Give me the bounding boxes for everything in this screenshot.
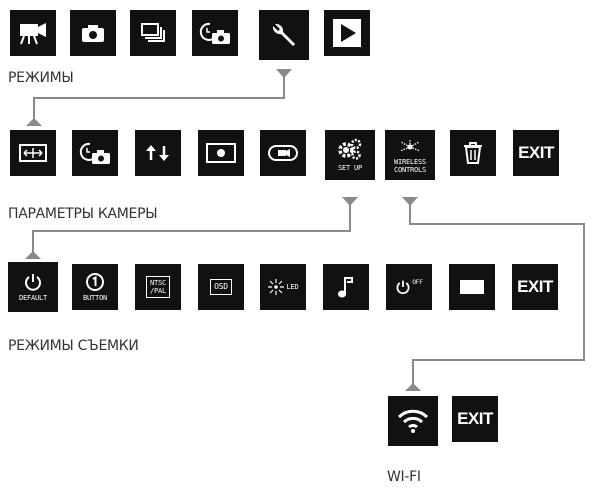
spot-metering-icon xyxy=(206,143,236,163)
delete-tile[interactable] xyxy=(450,130,496,176)
ntsc-text: NTSC xyxy=(149,279,167,287)
wireless-controls-tile[interactable]: WIRELESS CONTROLS xyxy=(385,130,435,180)
one-button-tile[interactable]: BUTTON xyxy=(72,264,118,310)
auto-off-icon xyxy=(396,280,410,294)
trash-icon xyxy=(464,142,482,164)
setup-tile[interactable]: SET UP xyxy=(325,130,375,180)
setup-caption: SET UP xyxy=(337,164,363,172)
power-icon xyxy=(25,274,41,291)
video-standard-icon: NTSC /PAL xyxy=(145,276,171,298)
auto-off-tile[interactable]: OFF xyxy=(386,264,432,310)
default-caption: DEFAULT xyxy=(18,294,48,302)
wireless-icon xyxy=(399,138,421,152)
exit-label: EXIT xyxy=(457,409,493,428)
connector-arrow xyxy=(402,197,418,206)
mode-photo-tile[interactable] xyxy=(70,10,116,56)
flip-tile[interactable] xyxy=(135,130,181,176)
mode-setup-tile[interactable] xyxy=(259,10,309,60)
exit-label: EXIT xyxy=(517,277,553,296)
music-note-icon xyxy=(338,277,353,298)
mode-burst-tile[interactable] xyxy=(130,10,176,56)
wifi-label: WI-FI xyxy=(387,469,421,485)
wrench-icon xyxy=(272,23,295,46)
shoot-modes-label: РЕЖИМЫ СЪЕМКИ xyxy=(8,338,139,354)
modes-label: РЕЖИМЫ xyxy=(8,70,74,86)
connector-arrow xyxy=(26,118,42,126)
led-group: LED xyxy=(267,278,299,296)
interval-photo-tile[interactable] xyxy=(72,130,118,176)
wifi-tile[interactable] xyxy=(388,396,438,446)
blank-rectangle-icon xyxy=(460,280,484,294)
auto-off-group: OFF xyxy=(395,279,423,295)
connector-arrow xyxy=(25,251,41,259)
osd-text: OSD xyxy=(214,282,228,291)
resolution-tile[interactable] xyxy=(10,130,56,176)
led-icon xyxy=(268,279,285,295)
exit-tile[interactable]: EXIT xyxy=(512,264,558,310)
metering-tile[interactable] xyxy=(198,130,244,176)
exit-tile[interactable]: EXIT xyxy=(452,396,498,442)
pal-text: /PAL xyxy=(149,287,167,295)
video-camera-icon xyxy=(20,23,46,45)
wireless-caption: WIRELESS CONTROLS xyxy=(393,157,427,174)
timelapse-photo-icon xyxy=(79,142,110,164)
led-tile[interactable]: LED xyxy=(260,264,306,310)
photo-camera-icon xyxy=(82,25,104,42)
exit-tile[interactable]: EXIT xyxy=(513,130,559,176)
default-tile[interactable]: DEFAULT xyxy=(8,262,58,312)
play-icon xyxy=(333,19,361,47)
blank-tile[interactable] xyxy=(449,264,495,310)
gears-icon xyxy=(338,138,362,160)
wifi-icon xyxy=(397,409,429,433)
mode-timelapse-tile[interactable] xyxy=(192,10,238,56)
connector-arrow xyxy=(276,69,292,78)
connector-arrow xyxy=(342,197,358,206)
mode-playback-tile[interactable] xyxy=(324,10,370,56)
sound-tile[interactable] xyxy=(323,264,369,310)
exit-label: EXIT xyxy=(518,143,554,162)
camera-params-label: ПАРАМЕТРЫ КАМЕРЫ xyxy=(8,206,158,222)
resolution-frame-icon xyxy=(19,144,47,162)
connector-arrow xyxy=(405,383,421,391)
led-caption: LED xyxy=(286,283,299,291)
loop-tile[interactable] xyxy=(260,130,306,176)
osd-icon: OSD xyxy=(210,279,232,295)
burst-photos-icon xyxy=(141,23,165,42)
timelapse-photo-icon xyxy=(199,22,230,44)
button-caption: BUTTON xyxy=(82,294,108,302)
loop-recording-icon xyxy=(268,145,298,161)
mode-video-tile[interactable] xyxy=(10,10,56,56)
flip-arrows-icon xyxy=(146,145,169,161)
one-button-icon xyxy=(86,273,104,291)
video-standard-tile[interactable]: NTSC /PAL xyxy=(135,264,181,310)
off-caption: OFF xyxy=(412,279,423,286)
osd-tile[interactable]: OSD xyxy=(198,264,244,310)
